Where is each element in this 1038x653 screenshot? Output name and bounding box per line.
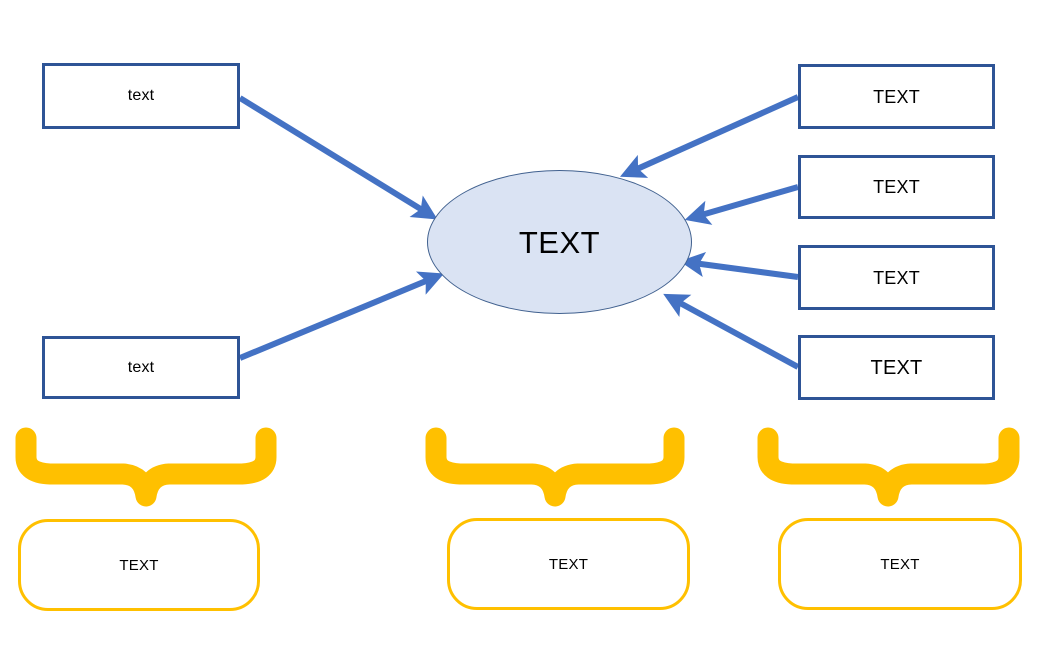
group-2-pill[interactable]: TEXT — [447, 518, 690, 610]
left-box-1-label: text — [127, 87, 155, 104]
right-box-3-label: TEXT — [873, 267, 920, 288]
arrow-left-1 — [238, 95, 438, 220]
right-box-3[interactable]: TEXT — [798, 245, 995, 310]
right-box-1[interactable]: TEXT — [798, 64, 995, 129]
brace-2 — [425, 427, 685, 507]
right-box-4[interactable]: TEXT — [798, 335, 995, 400]
right-box-1-label: TEXT — [873, 86, 920, 107]
arrow-right-2 — [684, 184, 799, 225]
right-box-2[interactable]: TEXT — [798, 155, 995, 219]
group-1-pill[interactable]: TEXT — [18, 519, 260, 611]
group-1-pill-label: TEXT — [119, 556, 159, 574]
center-ellipse-label: TEXT — [518, 224, 601, 260]
center-ellipse[interactable]: TEXT — [427, 170, 692, 314]
left-box-2[interactable]: text — [42, 336, 240, 399]
left-box-1[interactable]: text — [42, 63, 240, 129]
brace-1 — [15, 427, 277, 507]
arrow-right-3 — [679, 251, 799, 280]
group-3-pill-label: TEXT — [880, 555, 920, 573]
left-box-2-label: text — [127, 358, 155, 376]
arrow-right-4 — [663, 293, 800, 370]
right-box-2-label: TEXT — [873, 177, 920, 197]
group-2-pill-label: TEXT — [548, 555, 589, 573]
brace-3 — [757, 427, 1020, 507]
arrow-left-2 — [238, 271, 445, 361]
group-3-pill[interactable]: TEXT — [778, 518, 1022, 610]
right-box-4-label: TEXT — [870, 356, 923, 379]
arrow-right-1 — [619, 94, 800, 178]
